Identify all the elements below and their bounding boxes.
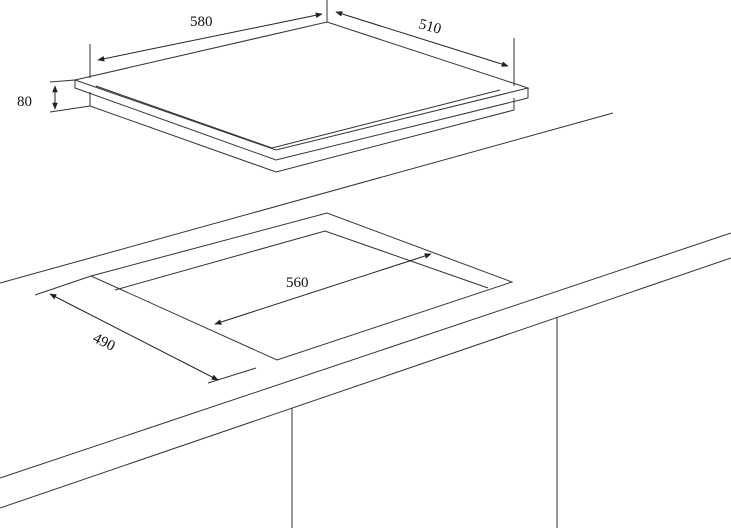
hob-unit <box>73 21 530 173</box>
dim-line-510 <box>335 11 509 67</box>
dim-line-580 <box>97 12 323 62</box>
ext-line-height-top <box>49 79 76 83</box>
dim-line-490 <box>49 293 219 381</box>
hob-front-edge <box>74 80 529 161</box>
cutout-extension-lines <box>34 275 257 384</box>
hob-extension-lines <box>49 0 515 113</box>
label-cutout-depth: 490 <box>90 330 117 354</box>
dim-line-560 <box>214 253 432 325</box>
hob-body <box>89 92 515 173</box>
dimension-hob-height: 80 <box>17 85 58 110</box>
dimension-hob-depth: 510 <box>335 11 509 67</box>
ext-line-height-bottom <box>49 105 91 113</box>
label-hob-height: 80 <box>17 94 32 110</box>
dimension-cutout-depth: 490 <box>49 293 219 381</box>
cutout-inner <box>114 230 489 291</box>
ext-line-cutout-front <box>207 367 257 384</box>
worktop-back-edge <box>0 112 614 284</box>
label-hob-width: 580 <box>190 14 213 30</box>
ext-line-cutout-left <box>34 275 92 296</box>
hob-glass-inner-edge <box>95 85 501 149</box>
worktop-front-bottom-edge <box>0 257 731 509</box>
worktop <box>0 112 731 528</box>
label-cutout-width: 560 <box>286 275 309 291</box>
dimension-hob-width: 580 <box>97 12 323 62</box>
hob-glass-top <box>73 21 530 151</box>
label-hob-depth: 510 <box>417 16 443 37</box>
worktop-front-top-edge <box>0 232 731 479</box>
dimension-cutout-width: 560 <box>214 253 432 325</box>
